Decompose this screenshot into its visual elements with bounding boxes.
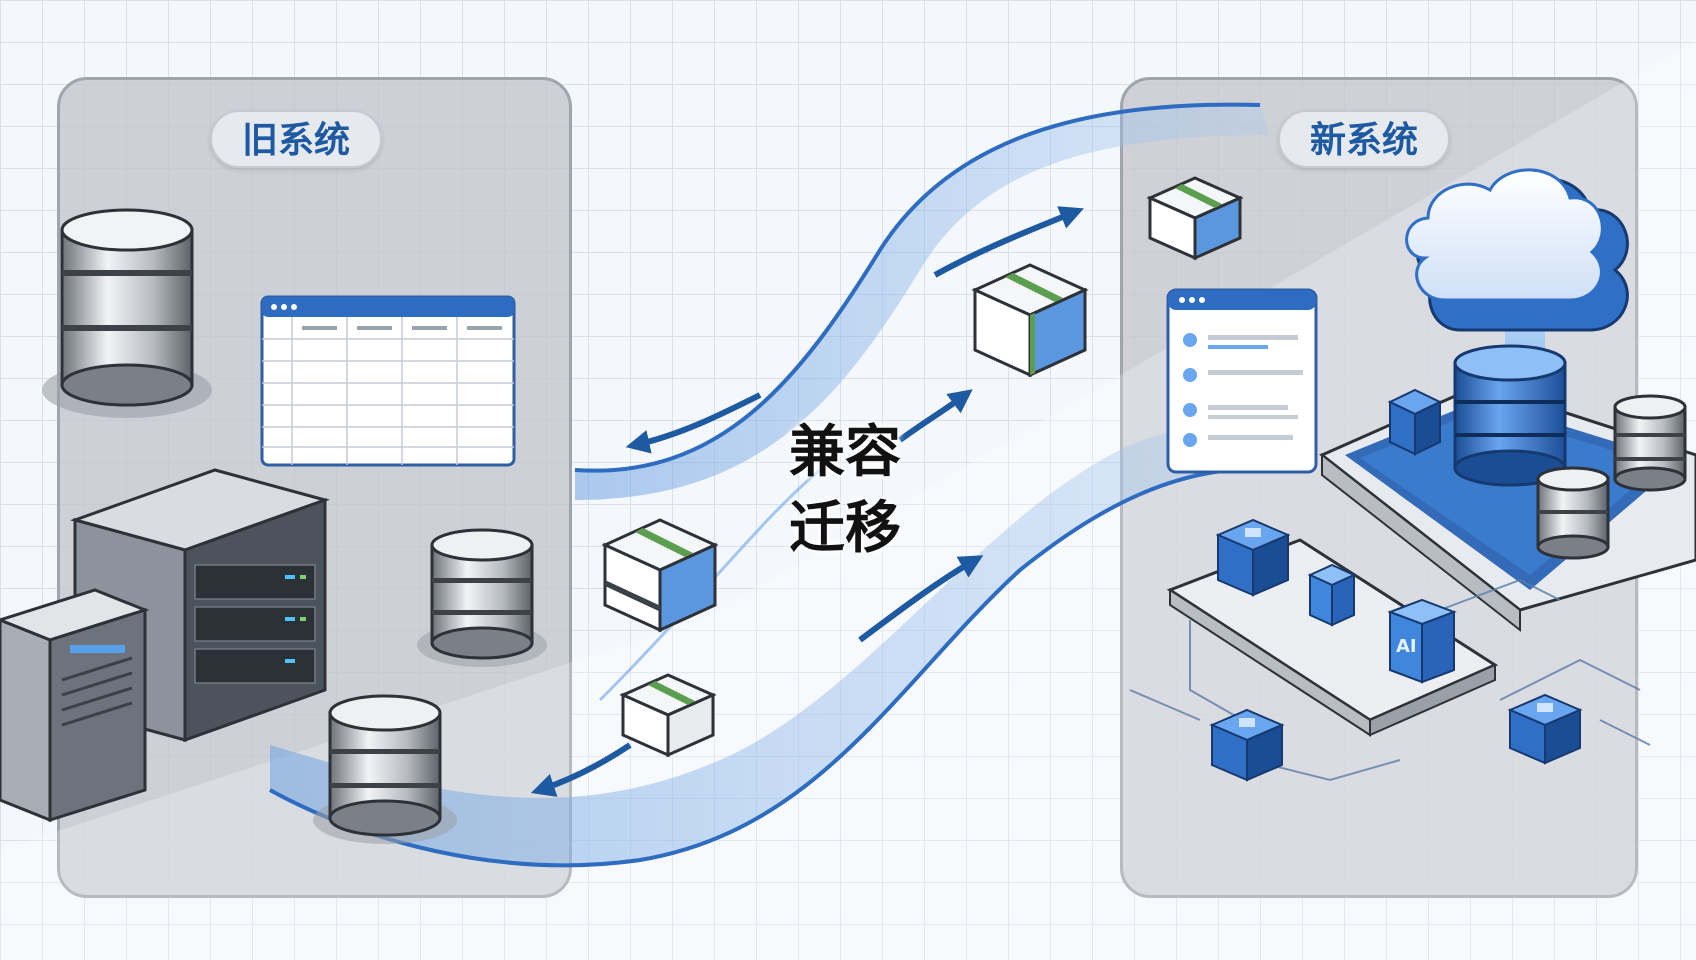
database-icon [417,528,547,667]
ai-chip-label: AI [1396,636,1417,657]
arrow-to-new-bottom [858,555,984,643]
center-label-line1: 兼容 [789,420,901,485]
ai-chip-icon: AI [1387,598,1457,684]
module-cube-icon [1307,563,1357,627]
arrow-to-new-mid [898,389,973,443]
new-system-title: 新系统 [1278,110,1451,168]
database-icon [1453,344,1567,487]
old-system-title: 旧系统 [210,110,383,168]
data-package-icon [1146,176,1244,261]
flow-arrows [530,206,1084,797]
center-label-line2: 迁移 [789,496,901,561]
database-icon [1613,394,1687,492]
module-cube-icon [1215,518,1291,597]
arrow-to-old-top [625,392,762,454]
arrow-to-new-top [933,206,1084,278]
data-package-icon [619,673,717,758]
database-icon [1536,466,1610,560]
cloud-icon [1405,168,1629,332]
module-cube-icon [1507,693,1583,765]
migration-flow [269,102,1301,868]
database-icon [42,208,212,418]
server-block-icon [1387,388,1443,456]
data-package-icon [971,263,1089,378]
module-cube-icon [1209,708,1285,782]
pc-tower-icon [0,588,150,823]
compat-migration-label: 兼容 迁移 [770,415,920,567]
list-window-icon [1166,288,1318,474]
arrow-to-old-bottom [530,742,632,797]
spreadsheet-window-icon [260,295,516,467]
database-icon [313,694,457,844]
data-package-icon [601,518,719,633]
